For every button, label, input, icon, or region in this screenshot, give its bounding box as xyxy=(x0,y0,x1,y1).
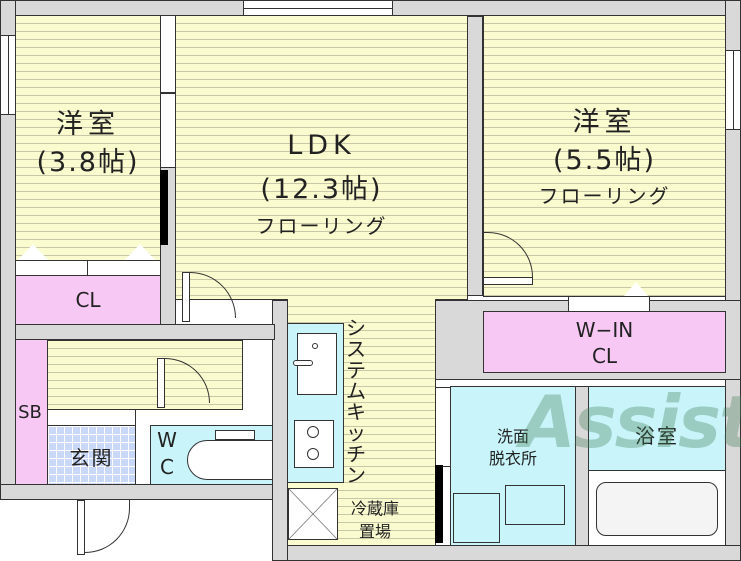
room-ldk-flooring: フローリング xyxy=(255,214,388,238)
toilet-label-c: C xyxy=(160,455,176,479)
room-western-large-flooring: フローリング xyxy=(538,184,671,208)
vanity-sink xyxy=(505,485,565,525)
closet-door-divider xyxy=(87,260,88,276)
washroom-pillar-black xyxy=(435,465,443,543)
entrance-label: 玄関 xyxy=(69,446,114,470)
entrance-step xyxy=(47,409,136,426)
room-ldk-size: (12.3帖) xyxy=(260,174,383,205)
window-top-ldk xyxy=(243,0,393,16)
walk-in-closet xyxy=(483,311,726,373)
room-ldk-name: LDK xyxy=(287,130,356,161)
entrance xyxy=(47,425,136,485)
washroom-label-2: 脱衣所 xyxy=(488,449,537,468)
closet-doors[interactable] xyxy=(15,260,161,276)
room-western-large-size: (5.5帖) xyxy=(552,145,656,176)
kitchen-label: シ ス テ ム キ ッ チ ン xyxy=(346,316,366,487)
bathtub-basin xyxy=(596,482,718,536)
room-western-small-name: 洋室 xyxy=(56,109,120,140)
washroom-sliding-door[interactable] xyxy=(435,387,451,467)
closet-door-arrow-right xyxy=(125,244,155,260)
wall-bottom-right xyxy=(272,545,741,561)
wall-ldk-right xyxy=(467,16,483,296)
window-right-room xyxy=(725,50,741,130)
door-ldk-western-large[interactable] xyxy=(483,277,533,285)
wall-pillar-black xyxy=(160,170,168,245)
sliding-door-upper[interactable] xyxy=(160,15,176,93)
walk-in-closet-door[interactable] xyxy=(568,296,650,312)
toilet-bowl xyxy=(187,440,273,480)
closet-label: CL xyxy=(75,288,101,312)
burner-icon xyxy=(307,448,319,460)
door-ldk-hall[interactable] xyxy=(182,272,190,322)
wic-door-arrow xyxy=(624,282,648,296)
toilet-tank xyxy=(215,430,255,440)
room-western-large-name: 洋室 xyxy=(572,107,637,138)
closet-door-arrow-left xyxy=(18,244,48,260)
sliding-door-lower[interactable] xyxy=(160,93,176,168)
room-western-small xyxy=(15,15,161,265)
wic-label-1: W−IN xyxy=(575,318,634,342)
watermark-logo: Assist xyxy=(520,380,741,464)
toilet-label-w: W xyxy=(157,428,179,452)
hallway xyxy=(47,340,243,410)
shoe-box xyxy=(15,339,48,485)
sink-tap-icon xyxy=(293,360,313,366)
burner-icon xyxy=(307,426,319,438)
washing-machine-space xyxy=(453,493,500,543)
wall-hall-top xyxy=(15,324,275,340)
wic-label-2: CL xyxy=(591,344,618,368)
sink-faucet-icon xyxy=(312,343,318,349)
washroom-label-1: 洗面 xyxy=(496,427,529,446)
fridge-label-1: 冷蔵庫 xyxy=(350,499,399,518)
shoe-box-label: SB xyxy=(18,402,42,423)
bathroom-label: 浴室 xyxy=(635,424,679,448)
front-door[interactable] xyxy=(77,500,85,555)
room-western-small-size: (3.8帖) xyxy=(36,147,140,178)
fridge-space xyxy=(288,488,338,540)
wall-bottom-left xyxy=(0,484,275,500)
fridge-label-2: 置場 xyxy=(358,522,391,541)
door-wc[interactable] xyxy=(157,358,165,408)
window-left-room xyxy=(0,35,16,115)
